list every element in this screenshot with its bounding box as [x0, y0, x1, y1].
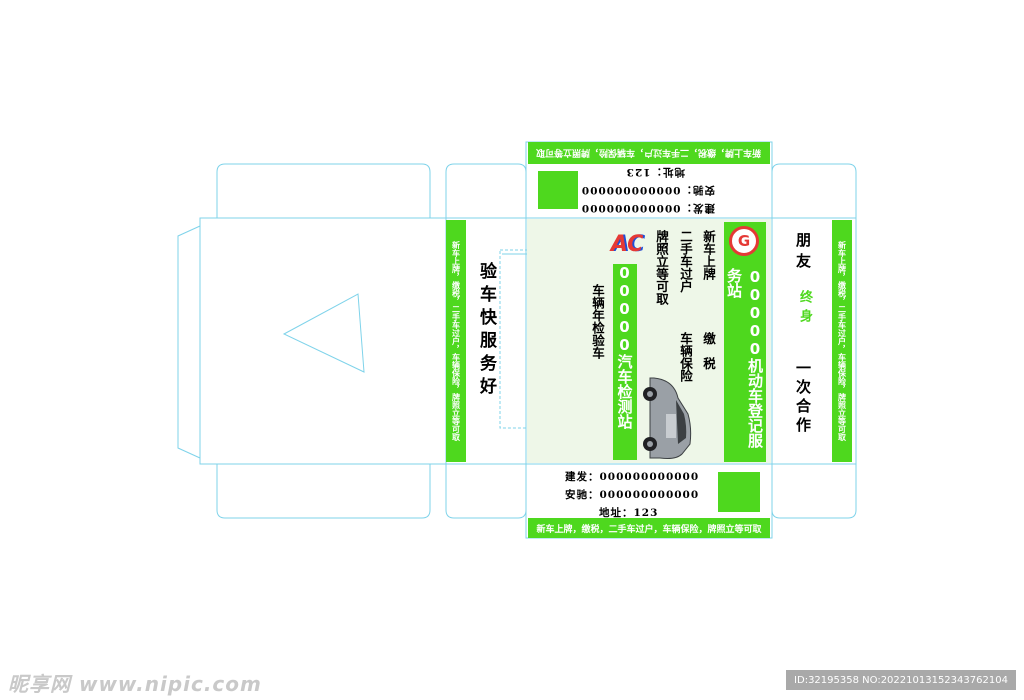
bottom-address: 地址：123: [599, 507, 659, 519]
right-strip-text: 新车上牌，缴税，二手车过户，车辆保险，牌照立等可取: [837, 241, 847, 441]
service-col-1: 新车上牌: [699, 230, 718, 280]
inspection-col: 车辆年检验车: [588, 284, 607, 359]
g-logo-icon: G: [729, 226, 759, 256]
right-slogan-2: 朋友: [793, 232, 814, 274]
station1-column: 00000机动车登记服务站: [724, 222, 766, 462]
top-jianfa: 建发：000000000000: [580, 202, 715, 214]
watermark-id-text: ID:32195358 NO:20221013152343762104: [794, 674, 1008, 686]
service-plate-pickup: 牌照立等可取: [654, 230, 669, 305]
left-slogan-text: 验车快服务好: [476, 262, 496, 400]
service-new-plate: 新车上牌: [701, 230, 716, 280]
watermark-site: 昵享网 www.nipic.com: [8, 668, 262, 697]
g-logo-text: G: [737, 232, 751, 250]
station2-title: 00000汽车检测站: [615, 264, 634, 429]
service-insurance: 车辆保险: [676, 332, 695, 382]
right-slogan-2-text: 朋友: [794, 232, 812, 274]
right-slogan-1: 一次合作: [793, 360, 814, 436]
watermark-id-badge: ID:32195358 NO:20221013152343762104: [786, 670, 1016, 690]
service-col-3: 牌照立等可取: [652, 230, 671, 305]
left-strip-text: 新车上牌，缴税，二手车过户，车辆保险，牌照立等可取: [451, 241, 461, 441]
service-tax-text: 缴 税: [701, 332, 716, 370]
top-address: 地址：123: [625, 166, 685, 178]
right-slogan-green: 终身: [795, 290, 814, 328]
left-service-strip: 新车上牌，缴税，二手车过户，车辆保险，牌照立等可取: [446, 220, 466, 462]
service-col-2: 二手车过户: [676, 230, 695, 293]
right-slogan-1-text: 一次合作: [794, 360, 812, 436]
top-service-strip: 新车上牌，缴税，二手车过户，车辆保险，牌照立等可取: [528, 142, 770, 164]
top-contact-block: 建发：000000000000 安驰：000000000000 地址：123: [580, 166, 715, 216]
bottom-service-strip: 新车上牌，缴税，二手车过户，车辆保险，牌照立等可取: [528, 518, 770, 538]
right-slogan-green-text: 终身: [797, 290, 812, 328]
ac-logo-icon: AC: [608, 226, 646, 262]
top-green-square: [538, 171, 578, 209]
inspection-text: 车辆年检验车: [590, 284, 605, 359]
service-transfer: 二手车过户: [678, 230, 693, 293]
service-insurance-text: 车辆保险: [678, 332, 693, 382]
left-slogan: 验车快服务好: [474, 262, 499, 400]
watermark-site-text: 昵享网 www.nipic.com: [8, 672, 262, 696]
station1-title: 00000机动车登记服务站: [725, 268, 764, 448]
bottom-jianfa: 建发：000000000000: [565, 471, 700, 483]
bottom-contact-block: 建发：000000000000 安驰：000000000000 地址：123: [565, 469, 705, 519]
top-strip-text: 新车上牌，缴税，二手车过户，车辆保险，牌照立等可取: [536, 146, 762, 157]
bottom-green-square: [718, 472, 760, 512]
bottom-strip-text: 新车上牌，缴税，二手车过户，车辆保险，牌照立等可取: [536, 524, 762, 535]
car-image: [643, 377, 692, 459]
bottom-anchi: 安驰：000000000000: [565, 489, 700, 501]
top-anchi: 安驰：000000000000: [580, 184, 715, 196]
right-service-strip: 新车上牌，缴税，二手车过户，车辆保险，牌照立等可取: [832, 220, 852, 462]
station2-column: 00000汽车检测站: [613, 264, 637, 460]
ac-logo-text: AC: [610, 231, 644, 257]
service-tax: 缴 税: [699, 332, 718, 370]
